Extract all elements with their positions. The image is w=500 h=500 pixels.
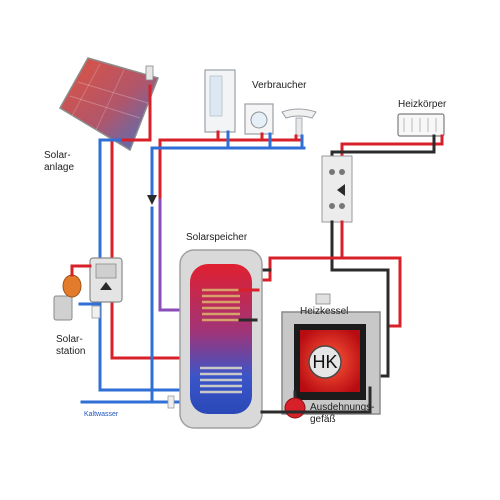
heating-circuit-pipes bbox=[254, 134, 444, 378]
solar-collector-label-1: Solar- bbox=[44, 150, 71, 161]
expansion-vessel-label-2: gefäß bbox=[310, 414, 336, 425]
boiler-short-label: HK bbox=[312, 352, 337, 372]
radiator-label: Heizkörper bbox=[398, 99, 447, 110]
boiler-unit bbox=[281, 293, 381, 415]
cold-water-label: Kaltwasser bbox=[84, 411, 119, 418]
upper-heat-exchanger bbox=[202, 288, 240, 322]
solar-station-label-2: station bbox=[56, 346, 85, 357]
consumers-fixtures bbox=[204, 69, 317, 137]
consumers-label: Verbraucher bbox=[252, 80, 307, 91]
solar-station bbox=[53, 257, 123, 321]
radiator bbox=[397, 113, 445, 137]
storage-label: Solarspeicher bbox=[186, 232, 248, 243]
boiler-label: Heizkessel bbox=[300, 306, 348, 317]
solar-collector-label-2: anlage bbox=[44, 162, 74, 173]
solar-storage-tank bbox=[179, 249, 263, 429]
solar-station-label-1: Solar- bbox=[56, 334, 83, 345]
solar-collector bbox=[58, 57, 159, 152]
cold-water-pipes bbox=[80, 386, 372, 414]
expansion-vessel-label-1: Ausdehnungs- bbox=[310, 402, 375, 413]
lower-heat-exchanger bbox=[200, 366, 242, 394]
